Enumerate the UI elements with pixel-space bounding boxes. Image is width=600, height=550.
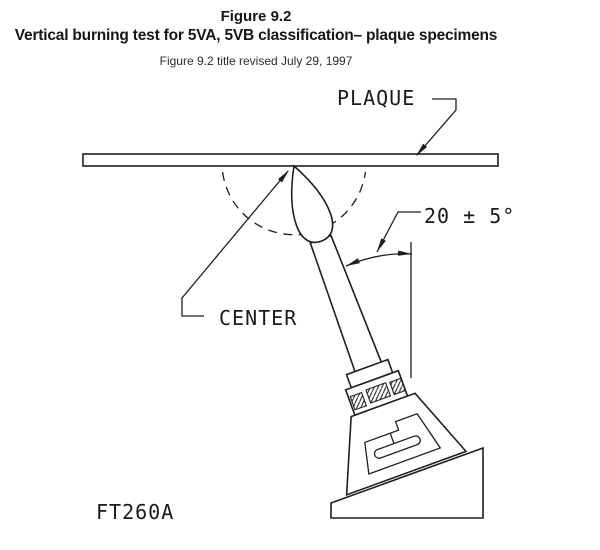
angle-arrowhead-left [346, 258, 360, 266]
hatch-cell-left [349, 391, 368, 411]
figure-code-label: FT260A [96, 500, 174, 524]
burner-body-inner-outline [364, 413, 442, 475]
plaque-leader-line [416, 98, 457, 156]
dashed-flame-arc [221, 171, 367, 236]
angle-leader-line [376, 211, 421, 253]
flame [290, 164, 334, 244]
burner-base-ramp [330, 446, 484, 519]
center-leader-line [181, 170, 289, 317]
title-block: Figure 9.2 Vertical burning test for 5VA… [0, 8, 512, 69]
burner-tube [309, 234, 383, 374]
figure-revision-note: Figure 9.2 title revised July 29, 1997 [159, 54, 353, 68]
angle-leader-arrowhead [377, 238, 386, 252]
hatch-cell-middle [365, 382, 392, 404]
burner-body-tick [389, 432, 395, 444]
burner-body [345, 392, 468, 496]
center-arrowhead [278, 170, 289, 183]
center-label: CENTER [219, 306, 297, 330]
plaque-label: PLAQUE [337, 86, 415, 110]
burner-body-slot [373, 435, 421, 459]
angle-label: 20 ± 5° [424, 204, 515, 228]
burner-assembly [290, 164, 468, 496]
hatch-cell-right [389, 377, 407, 396]
plaque-specimen [82, 153, 499, 167]
plaque-arrowhead [416, 143, 428, 156]
angle-arrowhead-right [397, 250, 412, 256]
figure-title: Vertical burning test for 5VA, 5VB class… [14, 27, 498, 44]
figure-number: Figure 9.2 [220, 8, 292, 25]
